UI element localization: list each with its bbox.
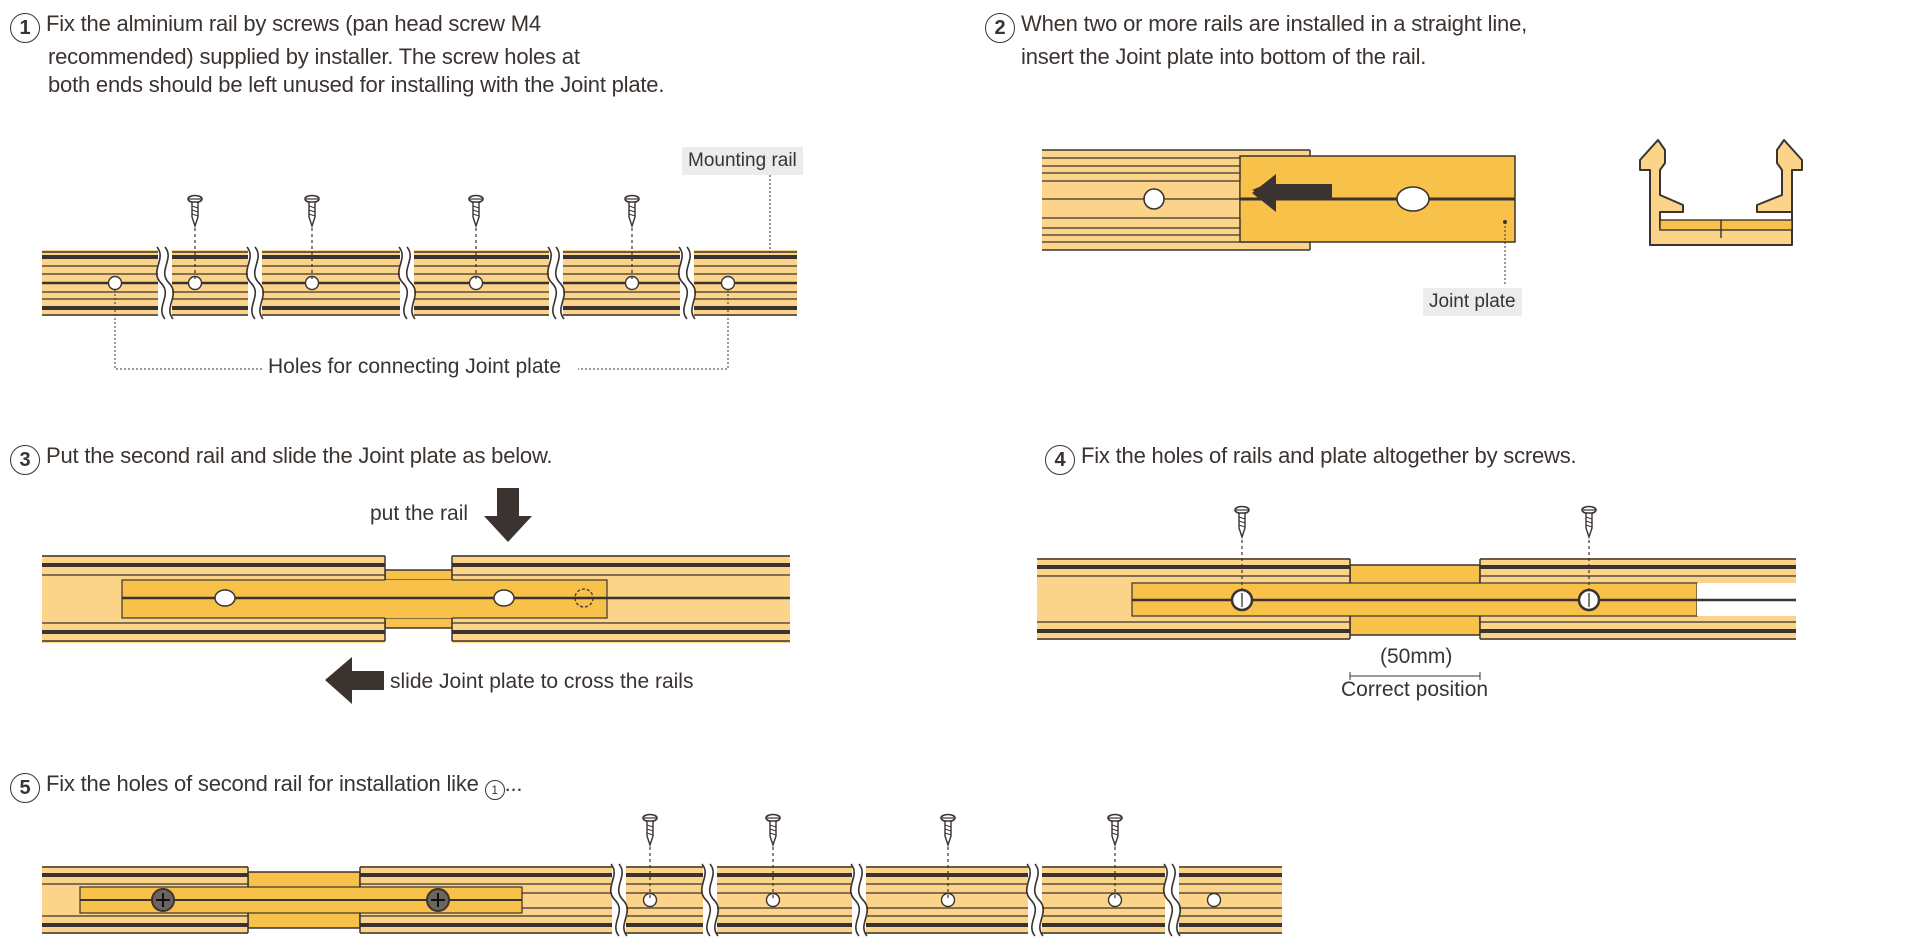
step-2-joint-plate <box>1143 155 1516 284</box>
step-5-number: 5 <box>10 773 40 803</box>
step-5-ref-number: 1 <box>484 780 505 800</box>
step-5-line-1: Fix the holes of second rail for install… <box>46 771 479 796</box>
step-3-line-1: Put the second rail and slide the Joint … <box>46 443 553 468</box>
step-5-suffix: ... <box>504 771 523 796</box>
slide-joint-label: slide Joint plate to cross the rails <box>390 670 694 693</box>
step-2-number: 2 <box>985 13 1015 43</box>
step-5-assembly <box>42 813 1282 940</box>
step-1-line-3: both ends should be left unused for inst… <box>48 72 665 97</box>
step-4-assembly <box>1037 505 1796 680</box>
step-4-number: 4 <box>1045 445 1075 475</box>
step-2-profile-cross-section <box>1639 139 1803 246</box>
mounting-rail-label: Mounting rail <box>682 147 803 175</box>
holes-joint-label: Holes for connecting Joint plate <box>262 355 568 379</box>
step-1-number: 1 <box>10 13 40 43</box>
dimension-label: (50mm) <box>1380 645 1453 668</box>
step-3-assembly <box>42 488 790 704</box>
step-2-line-1: When two or more rails are installed in … <box>1021 11 1528 36</box>
step-1-line-2: recommended) supplied by installer. The … <box>48 44 580 69</box>
correct-position-label: Correct position <box>1341 678 1489 701</box>
step-1-rail <box>42 244 797 322</box>
step-1-line-1: Fix the alminium rail by screws (pan hea… <box>46 11 541 36</box>
step-2-line-2: insert the Joint plate into bottom of th… <box>1021 44 1427 69</box>
step-3-number: 3 <box>10 445 40 475</box>
joint-plate-label: Joint plate <box>1423 288 1522 316</box>
put-rail-label: put the rail <box>370 502 469 525</box>
step-1-leaders <box>114 175 772 370</box>
step-1-screws <box>187 194 640 282</box>
step-4-line-1: Fix the holes of rails and plate altoget… <box>1081 443 1577 468</box>
